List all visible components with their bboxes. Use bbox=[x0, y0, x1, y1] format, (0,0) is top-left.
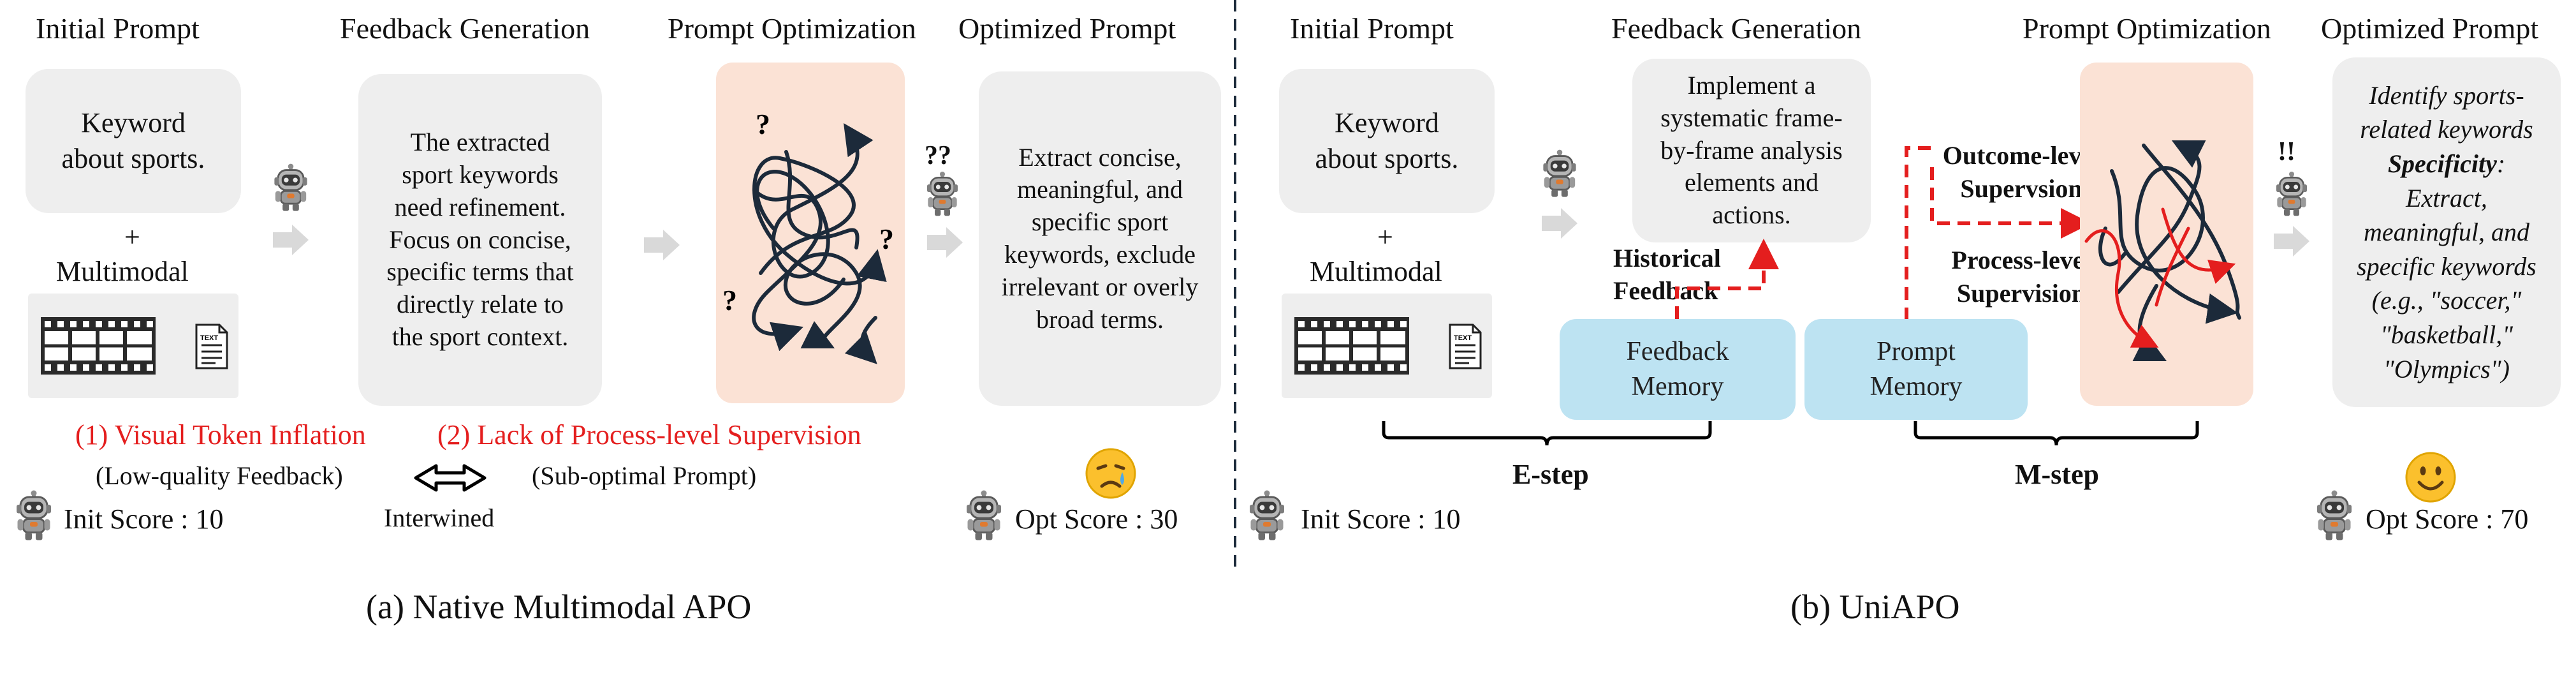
e-step-label: E-step bbox=[1512, 459, 1589, 490]
smiley-face-icon bbox=[2405, 452, 2456, 503]
header-feedback-generation-a: Feedback Generation bbox=[340, 12, 590, 45]
feedback-text-a: The extracted sport keywords need refine… bbox=[386, 128, 574, 351]
caption-b: (b) UniAPO bbox=[1790, 588, 1960, 626]
multimodal-input-box-b: TEXT bbox=[1282, 294, 1492, 398]
question-mark: ? bbox=[756, 108, 770, 140]
multimodal-input-box-a: TEXT bbox=[28, 294, 238, 398]
header-feedback-generation-b: Feedback Generation bbox=[1611, 12, 1862, 45]
opt-score-a: Opt Score : 30 bbox=[1015, 503, 1178, 535]
header-initial-prompt-b: Initial Prompt bbox=[1290, 12, 1454, 45]
init-score-a: Init Score : 10 bbox=[64, 503, 224, 535]
process-level-supervision-label: Process-level Supervision bbox=[1951, 246, 2091, 308]
historical-feedback-label: Historical Feedback bbox=[1613, 244, 1721, 305]
multimodal-label-b: Multimodal bbox=[1310, 256, 1442, 287]
confused-marks-a: ?? bbox=[925, 141, 951, 170]
problem2-note: (Sub-optimal Prompt) bbox=[532, 461, 757, 490]
caption-a: (a) Native Multimodal APO bbox=[366, 588, 752, 626]
initial-prompt-text-b: Keyword about sports. bbox=[1315, 107, 1459, 174]
robot-icon bbox=[1248, 489, 1285, 541]
document-icon: TEXT bbox=[1449, 323, 1482, 369]
header-optimized-prompt-b: Optimized Prompt bbox=[2321, 12, 2539, 45]
robot-icon bbox=[2316, 489, 2353, 541]
initial-prompt-box-a: Keyword about sports. bbox=[26, 69, 241, 213]
happy-marks-b: !! bbox=[2278, 137, 2295, 167]
initial-prompt-box-b: Keyword about sports. bbox=[1279, 69, 1495, 213]
initial-prompt-text-a: Keyword about sports. bbox=[61, 107, 205, 174]
header-prompt-optimization-b: Prompt Optimization bbox=[2023, 12, 2271, 45]
guided-optimization-paths-b bbox=[2084, 140, 2241, 362]
m-step-bracket bbox=[1914, 421, 2199, 446]
optimized-prompt-box-b: Identify sports-related keywords Specifi… bbox=[2332, 57, 2561, 407]
panel-divider bbox=[1234, 0, 1236, 574]
m-step-label: M-step bbox=[2015, 459, 2099, 490]
e-step-bracket bbox=[1382, 421, 1712, 446]
plus-sign-b: + bbox=[1377, 221, 1393, 253]
multimodal-label-a: Multimodal bbox=[56, 256, 189, 287]
optimized-prompt-box-a: Extract concise, meaningful, and specifi… bbox=[979, 71, 1221, 406]
outcome-level-supervision-label: Outcome-level Supervsion bbox=[1942, 141, 2100, 203]
header-optimized-prompt-a: Optimized Prompt bbox=[958, 12, 1176, 45]
init-score-b: Init Score : 10 bbox=[1301, 503, 1461, 535]
svg-text:TEXT: TEXT bbox=[200, 334, 218, 342]
intertwined-label: Interwined bbox=[384, 503, 495, 532]
arrow-right-icon bbox=[2274, 226, 2309, 256]
prompt-memory-label: Prompt Memory bbox=[1870, 337, 1963, 401]
feedback-text-b: Implement a systematic frame-by-frame an… bbox=[1660, 71, 1843, 230]
problem1-note: (Low-quality Feedback) bbox=[96, 461, 343, 490]
svg-text:TEXT: TEXT bbox=[1454, 334, 1472, 342]
robot-icon bbox=[2275, 170, 2308, 217]
feedback-memory: Feedback Memory bbox=[1560, 319, 1796, 420]
document-icon: TEXT bbox=[195, 323, 228, 369]
sad-face-icon bbox=[1085, 448, 1136, 499]
feedback-box-a: The extracted sport keywords need refine… bbox=[358, 74, 602, 406]
feedback-box-b: Implement a systematic frame-by-frame an… bbox=[1632, 59, 1871, 242]
double-arrow-icon bbox=[414, 464, 487, 492]
plus-sign-a: + bbox=[124, 221, 140, 253]
optimized-prompt-text-b: Identify sports-related keywords Specifi… bbox=[2357, 80, 2536, 383]
header-initial-prompt-a: Initial Prompt bbox=[36, 12, 200, 45]
optimized-prompt-text-a: Extract concise, meaningful, and specifi… bbox=[1001, 142, 1199, 334]
problem-lack-of-process-supervision: (2) Lack of Process-level Supervision bbox=[437, 419, 861, 450]
problem-visual-token-inflation: (1) Visual Token Inflation bbox=[75, 419, 366, 450]
tangled-optimization-paths-a: ? ? ? bbox=[722, 108, 894, 364]
question-mark: ? bbox=[879, 223, 894, 255]
feedback-memory-label: Feedback Memory bbox=[1626, 337, 1729, 401]
prompt-memory: Prompt Memory bbox=[1804, 319, 2028, 420]
question-mark: ? bbox=[722, 284, 737, 316]
header-prompt-optimization-a: Prompt Optimization bbox=[668, 12, 916, 45]
opt-score-b: Opt Score : 70 bbox=[2366, 503, 2529, 535]
